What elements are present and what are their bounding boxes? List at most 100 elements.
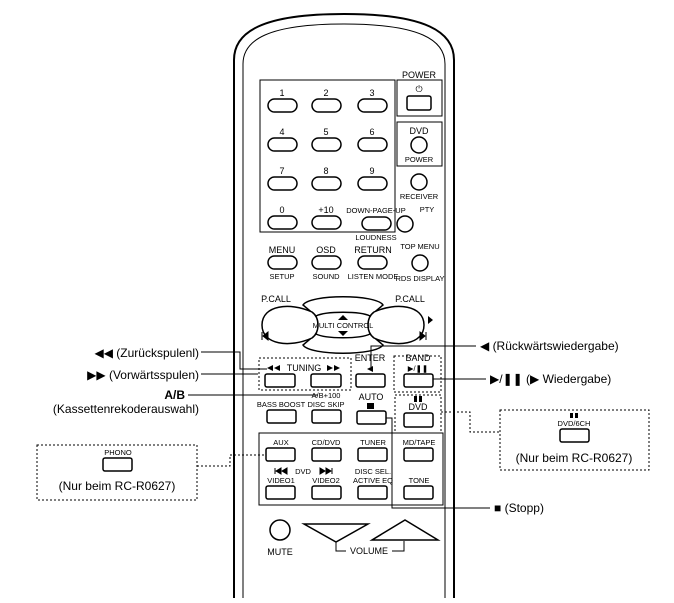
phono-leader-line <box>197 454 266 467</box>
digit-8-button[interactable] <box>311 176 342 191</box>
dvd-input-frame <box>394 394 442 434</box>
ab-callout: A/B <box>164 388 185 402</box>
dvd-power-dvd-label: DVD <box>409 126 429 136</box>
dvd-power-button[interactable] <box>410 136 428 154</box>
receiver-button[interactable] <box>410 173 428 191</box>
digit-8-label: 8 <box>323 166 328 176</box>
multi-control-left-button[interactable] <box>261 305 319 345</box>
stop-callout: ■ (Stopp) <box>494 501 544 515</box>
tuner-button[interactable] <box>357 447 388 462</box>
sound-label: SOUND <box>312 272 340 281</box>
mute-label: MUTE <box>267 547 293 557</box>
video1-button[interactable] <box>265 485 296 500</box>
dvd-row-label: DVD <box>295 467 311 476</box>
stop-leader-line <box>386 417 490 509</box>
power-button[interactable] <box>406 95 432 111</box>
forward-callout: ▶▶ (Vorwärtsspulen) <box>87 368 199 382</box>
aux-button[interactable] <box>265 447 296 462</box>
bass-boost-button[interactable] <box>266 409 297 424</box>
tone-button[interactable] <box>403 485 434 500</box>
menu-button[interactable] <box>267 255 298 270</box>
tuning-rewind-icon <box>267 365 280 371</box>
volume-down-button[interactable] <box>301 523 371 543</box>
reverse-play-button[interactable] <box>355 373 386 388</box>
digit-5-button[interactable] <box>311 137 342 152</box>
active-eq-button[interactable] <box>357 485 388 500</box>
video2-label: VIDEO2 <box>312 476 340 485</box>
phono-note: (Nur beim RC-R0627) <box>59 479 176 493</box>
multi-control-down-arrow-icon <box>338 331 348 336</box>
plus10-label: +10 <box>318 205 333 215</box>
digit-4-button[interactable] <box>267 137 298 152</box>
pty-button[interactable] <box>396 215 414 233</box>
dvd6ch-label: DVD/6CH <box>558 419 591 428</box>
rewind-button[interactable] <box>264 373 296 388</box>
cd-dvd-button[interactable] <box>311 447 342 462</box>
stop-button[interactable] <box>356 410 387 425</box>
digit-3-label: 3 <box>369 88 374 98</box>
menu-label: MENU <box>269 245 296 255</box>
multi-control-label: MULTI CONTROL <box>313 321 374 330</box>
return-button[interactable] <box>357 255 388 270</box>
md-tape-label: MD/TAPE <box>403 438 436 447</box>
phono-label: PHONO <box>104 448 132 457</box>
disc-skip-label: DISC SKIP <box>307 400 344 409</box>
play-pause-button[interactable] <box>403 373 434 388</box>
digit-6-button[interactable] <box>357 137 388 152</box>
tone-label: TONE <box>409 476 430 485</box>
bass-boost-label: BASS BOOST <box>257 400 306 409</box>
digit-2-button[interactable] <box>311 98 342 113</box>
skip-forward-icon <box>419 330 427 342</box>
forward-button[interactable] <box>310 373 342 388</box>
video2-button[interactable] <box>311 485 342 500</box>
band-frame <box>393 355 442 393</box>
digit-0-button[interactable] <box>267 215 298 230</box>
osd-label: OSD <box>316 245 336 255</box>
loudness-button[interactable] <box>361 216 392 231</box>
volume-bracket-right <box>392 541 405 552</box>
md-tape-button[interactable] <box>403 447 434 462</box>
volume-bracket-left <box>335 542 346 552</box>
osd-button[interactable] <box>311 255 342 270</box>
tuning-forward-icon <box>327 365 340 371</box>
aux-label: AUX <box>273 438 288 447</box>
multi-control-down-button[interactable] <box>302 333 384 354</box>
reverse-play-callout: ◀ (Rückwärtswiedergabe) <box>480 339 619 353</box>
power-frame <box>396 79 443 117</box>
volume-up-button[interactable] <box>369 519 441 541</box>
phono-note-box <box>36 444 198 501</box>
digit-9-button[interactable] <box>357 176 388 191</box>
dvd-row-skip-forward-icon <box>319 467 333 475</box>
digit-1-label: 1 <box>279 88 284 98</box>
remote-inner-outline <box>242 23 446 598</box>
dvd-input-button[interactable] <box>403 412 434 428</box>
dvd6ch-leader-line <box>441 411 500 433</box>
play-pause-callout: ▶/❚❚ (▶ Wiedergabe) <box>490 372 611 386</box>
reverse-play-leader-line <box>370 345 476 367</box>
ab100-label: A/B+100 <box>312 391 341 400</box>
rewind-callout: ◀◀ (Zurückspulenl) <box>95 346 199 360</box>
top-menu-label: TOP MENU <box>400 242 439 251</box>
dvd6ch-button <box>559 428 590 443</box>
dvd6ch-note-box <box>499 409 650 471</box>
digit-7-button[interactable] <box>267 176 298 191</box>
mute-button[interactable] <box>269 519 291 541</box>
digit-6-label: 6 <box>369 127 374 137</box>
digit-1-button[interactable] <box>267 98 298 113</box>
input-selector-frame <box>258 432 444 506</box>
digit-3-button[interactable] <box>357 98 388 113</box>
band-label: BAND <box>405 353 431 363</box>
disc-skip-button[interactable] <box>311 409 342 424</box>
multi-control-right-button[interactable] <box>367 305 425 345</box>
plus10-button[interactable] <box>311 215 342 230</box>
video1-label: VIDEO1 <box>267 476 295 485</box>
multi-control-up-button[interactable] <box>302 296 384 317</box>
receiver-label: RECEIVER <box>400 192 439 201</box>
ab-desc-callout: (Kassettenrekoderauswahl) <box>53 402 199 416</box>
tuning-frame <box>258 357 352 391</box>
digit-0-label: 0 <box>279 205 284 215</box>
cd-dvd-label: CD/DVD <box>312 438 341 447</box>
top-menu-button[interactable] <box>411 254 429 272</box>
